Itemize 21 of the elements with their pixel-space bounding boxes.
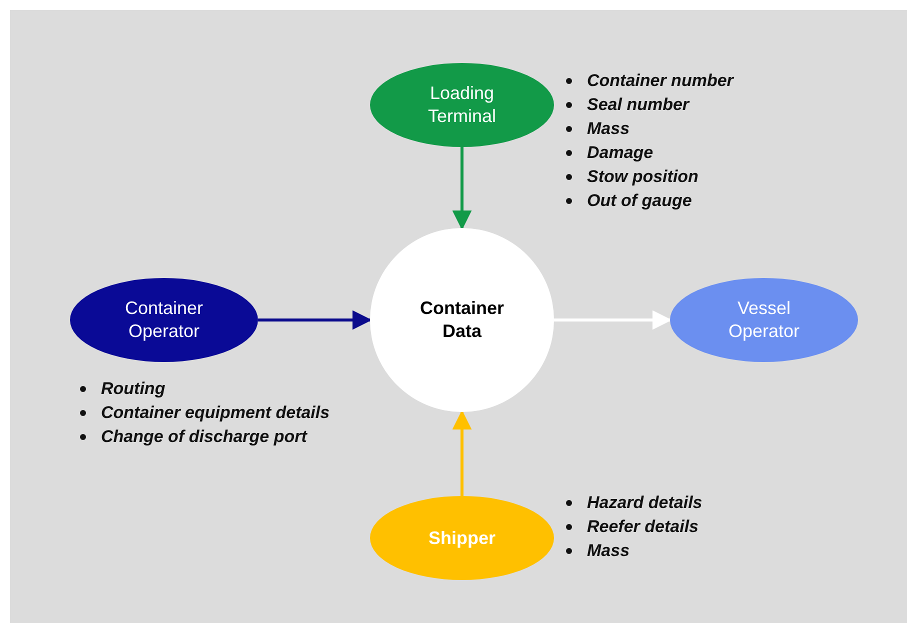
bullet-item: Mass (587, 540, 630, 562)
arrow (452, 147, 472, 230)
bullet-item: Damage (587, 142, 654, 164)
bullet-item: Container equipment details (101, 402, 330, 424)
node-label: Shipper (427, 526, 496, 550)
bullet-item: Stow position (587, 166, 698, 188)
node-label: Vessel Operator (727, 297, 801, 343)
bullet-item: Seal number (587, 94, 690, 116)
bullet-item: Out of gauge (587, 190, 692, 212)
bullet-item: Mass (587, 118, 630, 140)
arrow (554, 310, 672, 330)
bullet-item: Container number (587, 70, 734, 92)
node-label: Container Operator (124, 297, 204, 343)
bullet-item: Reefer details (587, 516, 698, 538)
node-label: Container Data (418, 297, 505, 343)
node-label: Loading Terminal (426, 82, 498, 128)
arrow (258, 310, 372, 330)
bullet-item: Hazard details (587, 492, 702, 514)
bullet-item: Change of discharge port (101, 426, 307, 448)
arrow (452, 410, 472, 496)
bullet-item: Routing (101, 378, 166, 400)
